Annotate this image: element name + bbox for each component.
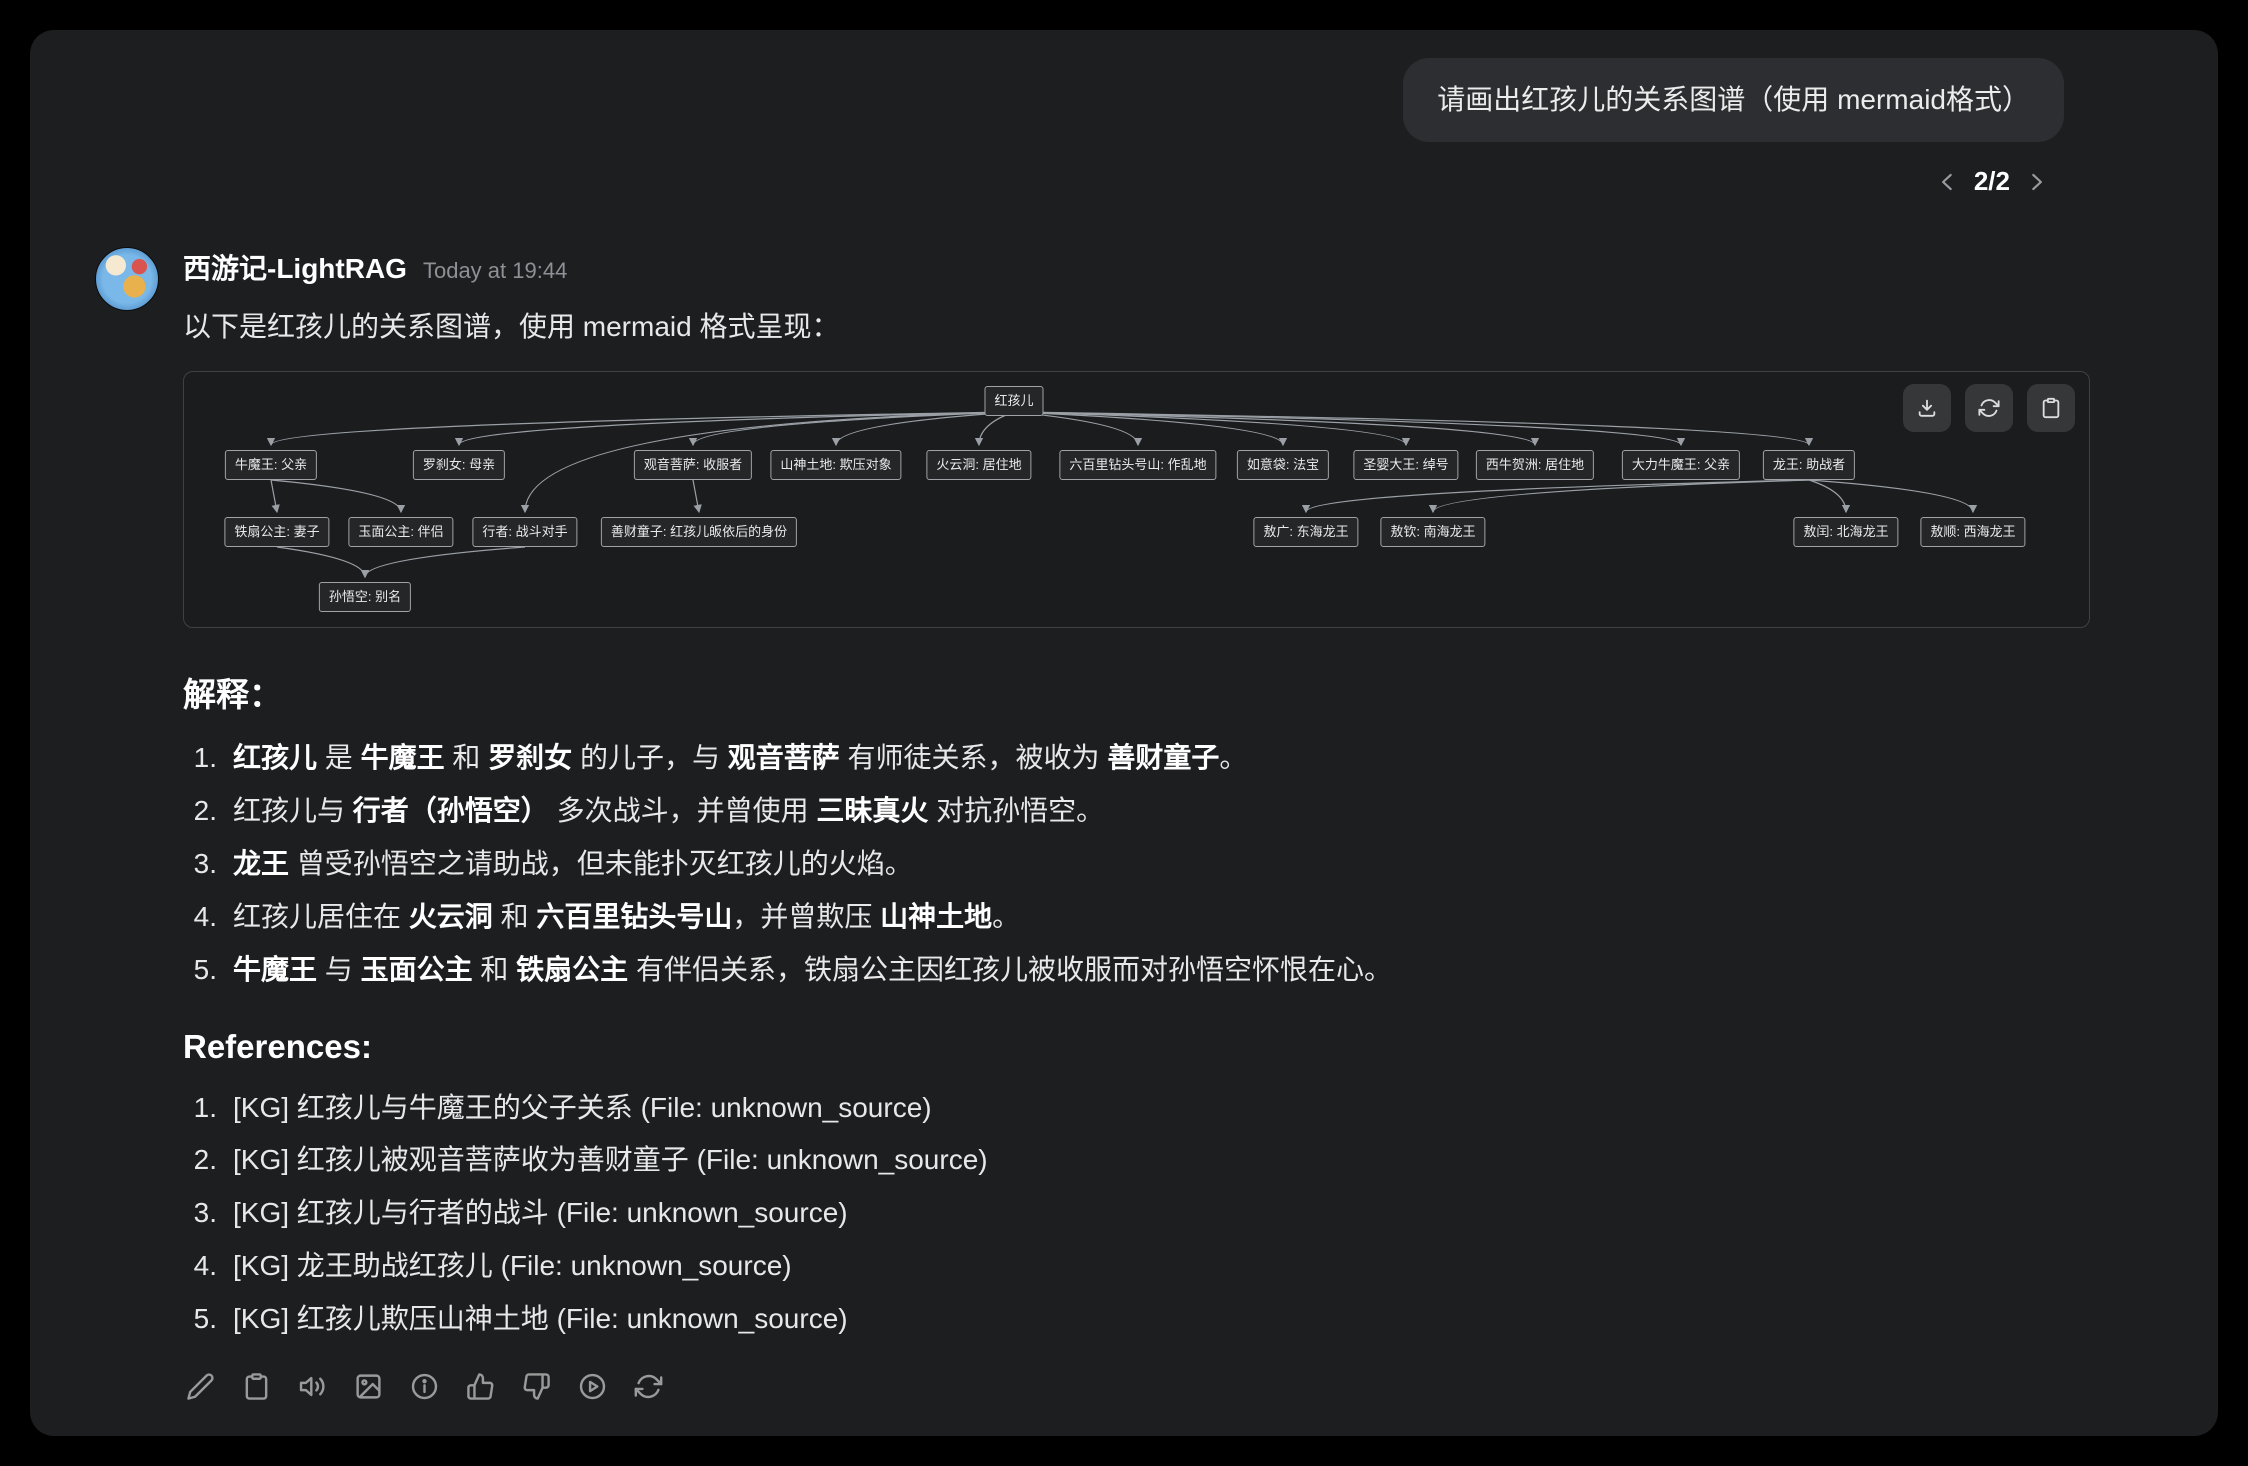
mermaid-diagram-panel: 红孩儿牛魔王: 父亲 罗刹女: 母亲 观音菩萨: 收服者山神土地: 欺压对象火云洞:…	[183, 371, 2090, 629]
explanation-item-text: 红孩儿 是 牛魔王 和 罗刹女 的儿子，与 观音菩萨 有师徒关系，被收为 善财童…	[233, 742, 1248, 774]
user-message-row: 请画出红孩儿的关系图谱（使用 mermaid格式）	[30, 30, 2218, 143]
reference-item-text: [KG] 红孩儿欺压山神土地 (File: unknown_source)	[233, 1302, 848, 1334]
references-list: 1. [KG] 红孩儿与牛魔王的父子关系 (File: unknown_sourc…	[183, 1090, 2098, 1337]
user-message: 请画出红孩儿的关系图谱（使用 mermaid格式）	[1403, 58, 2064, 143]
assistant-message: 西游记-LightRAG Today at 19:44 以下是红孩儿的关系图谱，…	[30, 247, 2218, 1401]
references-heading: References:	[183, 1027, 372, 1065]
diagram-node-aoqin: 敖钦: 南海龙王	[1380, 517, 1486, 548]
reference-item-number: 4.	[193, 1250, 217, 1282]
reference-item-number: 3.	[193, 1197, 217, 1229]
diagram-node-shancai: 善财童子: 红孩儿皈依后的身份	[600, 517, 798, 548]
diagram-node-tieshan: 铁扇公主: 妻子	[224, 517, 330, 548]
reference-item: 4. [KG] 龙王助战红孩儿 (File: unknown_source)	[183, 1248, 2098, 1284]
diagram-node-huoyundong: 火云洞: 居住地	[926, 450, 1032, 481]
explanation-item-number: 2.	[193, 795, 217, 827]
diagram-node-niumowang: 牛魔王: 父亲	[224, 450, 318, 481]
chat-window: 请画出红孩儿的关系图谱（使用 mermaid格式） 2/2 西游记-LightR…	[30, 30, 2218, 1436]
copy-icon	[245, 1372, 268, 1400]
diagram-node-shanshen: 山神土地: 欺压对象	[770, 450, 902, 481]
message-pagination: 2/2	[30, 142, 2218, 197]
diagram-node-ruyidai: 如意袋: 法宝	[1236, 450, 1330, 481]
message-timestamp: Today at 19:44	[422, 258, 568, 284]
explanation-item-text: 红孩儿居住在 火云洞 和 六百里钻头号山，并曾欺压 山神土地。	[233, 900, 1021, 932]
edit-icon	[187, 1373, 214, 1400]
explanation-item: 4. 红孩儿居住在 火云洞 和 六百里钻头号山，并曾欺压 山神土地。	[183, 899, 2098, 935]
download-icon	[1918, 400, 1936, 418]
reference-item: 1. [KG] 红孩儿与牛魔王的父子关系 (File: unknown_sourc…	[183, 1090, 2098, 1126]
explanation-item-number: 1.	[193, 742, 217, 774]
reference-item-text: [KG] 红孩儿与牛魔王的父子关系 (File: unknown_source)	[233, 1091, 932, 1123]
explanation-item-number: 3.	[193, 848, 217, 880]
explanation-item-text: 牛魔王 与 玉面公主 和 铁扇公主 有伴侣关系，铁扇公主因红孩儿被收服而对孙悟空…	[233, 953, 1392, 985]
diagram-node-luochanv: 罗刹女: 母亲	[412, 450, 506, 481]
diagram-node-liubaili: 六百里钻头号山: 作乱地	[1059, 450, 1217, 481]
clipboard-icon	[2042, 398, 2060, 419]
explanation-item: 2. 红孩儿与 行者（孙悟空） 多次战斗，并曾使用 三昧真火 对抗孙悟空。	[183, 793, 2098, 829]
bot-name: 西游记-LightRAG	[183, 253, 407, 285]
diagram-node-longwang: 龙王: 助战者	[1762, 450, 1856, 481]
chevron-right-icon[interactable]	[2022, 168, 2050, 196]
reference-item-text: [KG] 红孩儿被观音菩萨收为善财童子 (File: unknown_sourc…	[233, 1144, 988, 1176]
thumbs-down-button[interactable]	[521, 1371, 552, 1402]
diagram-node-aoguang: 敖广: 东海龙王	[1253, 517, 1359, 548]
message-toolbar	[183, 1371, 2098, 1402]
play-button[interactable]	[577, 1371, 608, 1402]
chevron-right-icon	[2032, 173, 2042, 191]
message-intro: 以下是红孩儿的关系图谱，使用 mermaid 格式呈现：	[183, 311, 840, 343]
diagram-node-guanyin: 观音菩萨: 收服者	[633, 450, 753, 481]
chevron-left-icon[interactable]	[1934, 168, 1962, 196]
diagram-node-yumian: 玉面公主: 伴侣	[348, 517, 454, 548]
explanation-list: 1. 红孩儿 是 牛魔王 和 罗刹女 的儿子，与 观音菩萨 有师徒关系，被收为 善…	[183, 740, 2098, 987]
copy-button[interactable]	[241, 1371, 272, 1402]
explanation-heading: 解释：	[183, 676, 282, 714]
thumbs-down-icon	[523, 1372, 550, 1400]
reference-item: 5. [KG] 红孩儿欺压山神土地 (File: unknown_source)	[183, 1301, 2098, 1337]
diagram-node-honghaier: 红孩儿	[984, 386, 1044, 417]
info-icon	[411, 1373, 438, 1399]
bot-avatar[interactable]	[95, 247, 159, 312]
explanation-item: 5. 牛魔王 与 玉面公主 和 铁扇公主 有伴侣关系，铁扇公主因红孩儿被收服而对孙…	[183, 952, 2098, 988]
image-button[interactable]	[353, 1371, 384, 1402]
speaker-icon	[299, 1376, 325, 1396]
pagination-label: 2/2	[1973, 166, 2010, 197]
reference-item-number: 5.	[193, 1302, 217, 1334]
reference-item-text: [KG] 红孩儿与行者的战斗 (File: unknown_source)	[233, 1197, 848, 1229]
diagram-node-aorun: 敖闰: 北海龙王	[1793, 517, 1899, 548]
copy-diagram-button[interactable]	[2027, 384, 2075, 433]
refresh-icon	[1978, 399, 2000, 418]
refresh-button[interactable]	[633, 1371, 664, 1402]
reference-item-number: 1.	[193, 1091, 217, 1123]
play-icon	[579, 1373, 606, 1399]
refresh-diagram-button[interactable]	[1965, 384, 2013, 433]
diagram-node-sunwukong: 孙悟空: 别名	[318, 582, 412, 613]
thumbs-up-icon	[467, 1372, 494, 1400]
diagram-node-xingzhe: 行者: 战斗对手	[472, 517, 578, 548]
download-diagram-button[interactable]	[1903, 384, 1951, 433]
reference-item-number: 2.	[193, 1144, 217, 1176]
refresh-icon	[634, 1374, 663, 1398]
diagram-node-aoshun: 敖顺: 西海龙王	[1920, 517, 2026, 548]
explanation-item: 1. 红孩儿 是 牛魔王 和 罗刹女 的儿子，与 观音菩萨 有师徒关系，被收为 善…	[183, 740, 2098, 776]
edit-button[interactable]	[185, 1371, 216, 1402]
chevron-left-icon	[1941, 173, 1952, 191]
diagram-node-xiniu: 西牛贺洲: 居住地	[1475, 450, 1595, 481]
reference-item: 2. [KG] 红孩儿被观音菩萨收为善财童子 (File: unknown_sou…	[183, 1142, 2098, 1178]
explanation-item-number: 4.	[193, 900, 217, 932]
explanation-item-text: 龙王 曾受孙悟空之请助战，但未能扑灭红孩儿的火焰。	[233, 848, 913, 880]
reference-item-text: [KG] 龙王助战红孩儿 (File: unknown_source)	[233, 1250, 792, 1282]
diagram-node-shengying: 圣婴大王: 绰号	[1353, 450, 1459, 481]
thumbs-up-button[interactable]	[465, 1371, 496, 1402]
image-icon	[356, 1374, 381, 1399]
explanation-item: 3. 龙王 曾受孙悟空之请助战，但未能扑灭红孩儿的火焰。	[183, 846, 2098, 882]
explanation-item-number: 5.	[193, 953, 217, 985]
info-button[interactable]	[409, 1371, 440, 1402]
speaker-button[interactable]	[297, 1371, 328, 1402]
diagram-node-dali: 大力牛魔王: 父亲	[1621, 450, 1741, 481]
explanation-item-text: 红孩儿与 行者（孙悟空） 多次战斗，并曾使用 三昧真火 对抗孙悟空。	[233, 795, 1105, 827]
reference-item: 3. [KG] 红孩儿与行者的战斗 (File: unknown_source)	[183, 1195, 2098, 1231]
diagram-edges	[266, 411, 1978, 579]
assistant-header: 西游记-LightRAG Today at 19:44	[183, 247, 2098, 287]
diagram-actions	[1903, 384, 2075, 433]
